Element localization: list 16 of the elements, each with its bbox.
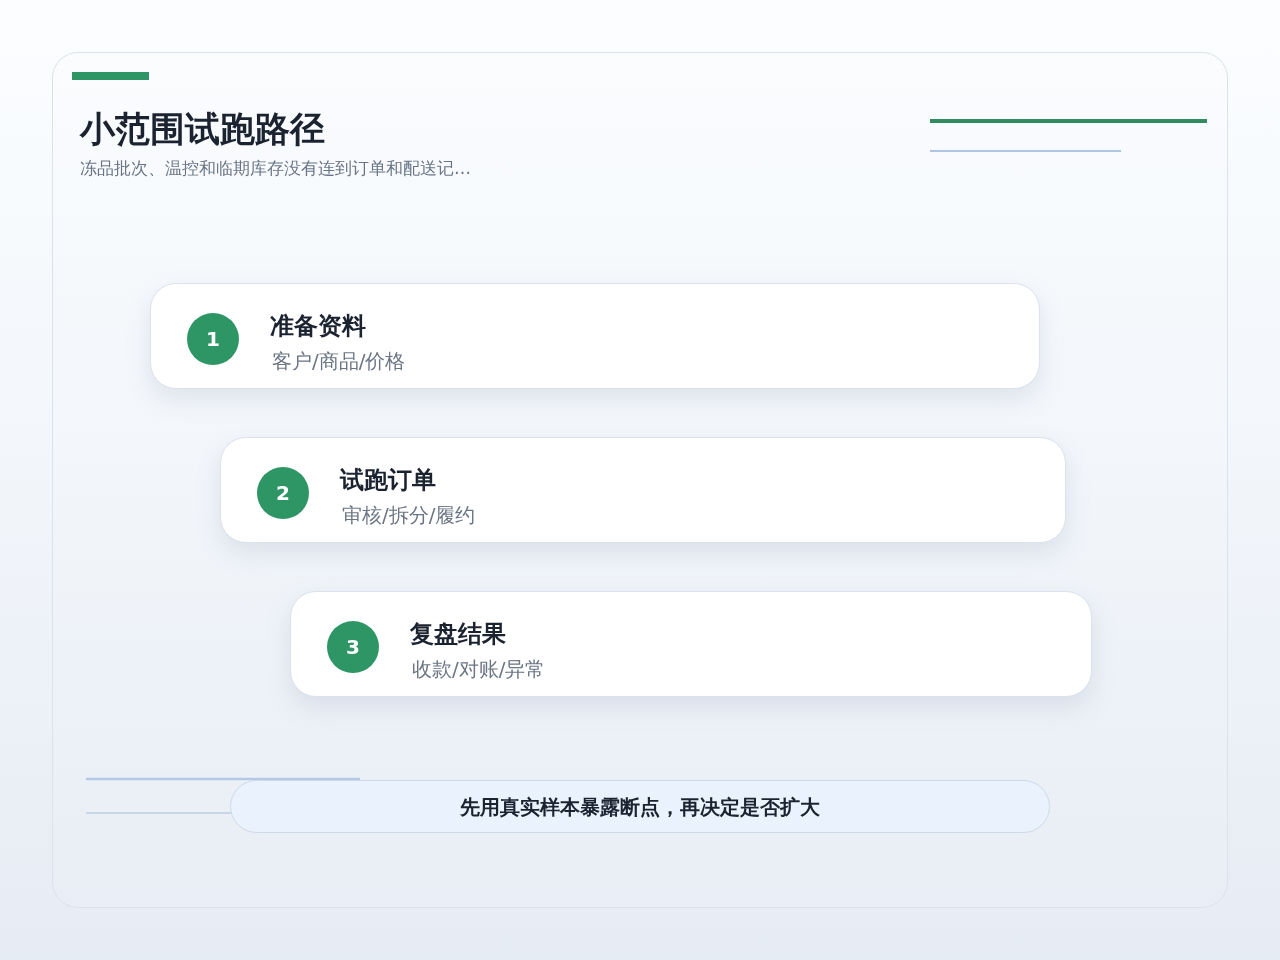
step-description: 审核/拆分/履约 <box>342 502 476 528</box>
subtitle: 冻品批次、温控和临期库存没有连到订单和配送记… <box>80 157 471 180</box>
step-card <box>220 437 1066 543</box>
step-title: 试跑订单 <box>340 465 436 495</box>
step-number-circle: 3 <box>327 621 379 673</box>
note-text: 先用真实样本暴露断点，再决定是否扩大 <box>460 793 820 820</box>
step-card <box>150 283 1040 389</box>
title: 小范围试跑路径 <box>80 108 325 151</box>
step-description: 客户/商品/价格 <box>272 348 406 374</box>
step-number-circle: 1 <box>187 313 239 365</box>
step-number-circle: 2 <box>257 467 309 519</box>
step-card <box>290 591 1092 697</box>
step-title: 准备资料 <box>270 311 366 341</box>
step-description: 收款/对账/异常 <box>412 656 546 682</box>
note-banner <box>230 780 1050 833</box>
step-title: 复盘结果 <box>410 619 506 649</box>
